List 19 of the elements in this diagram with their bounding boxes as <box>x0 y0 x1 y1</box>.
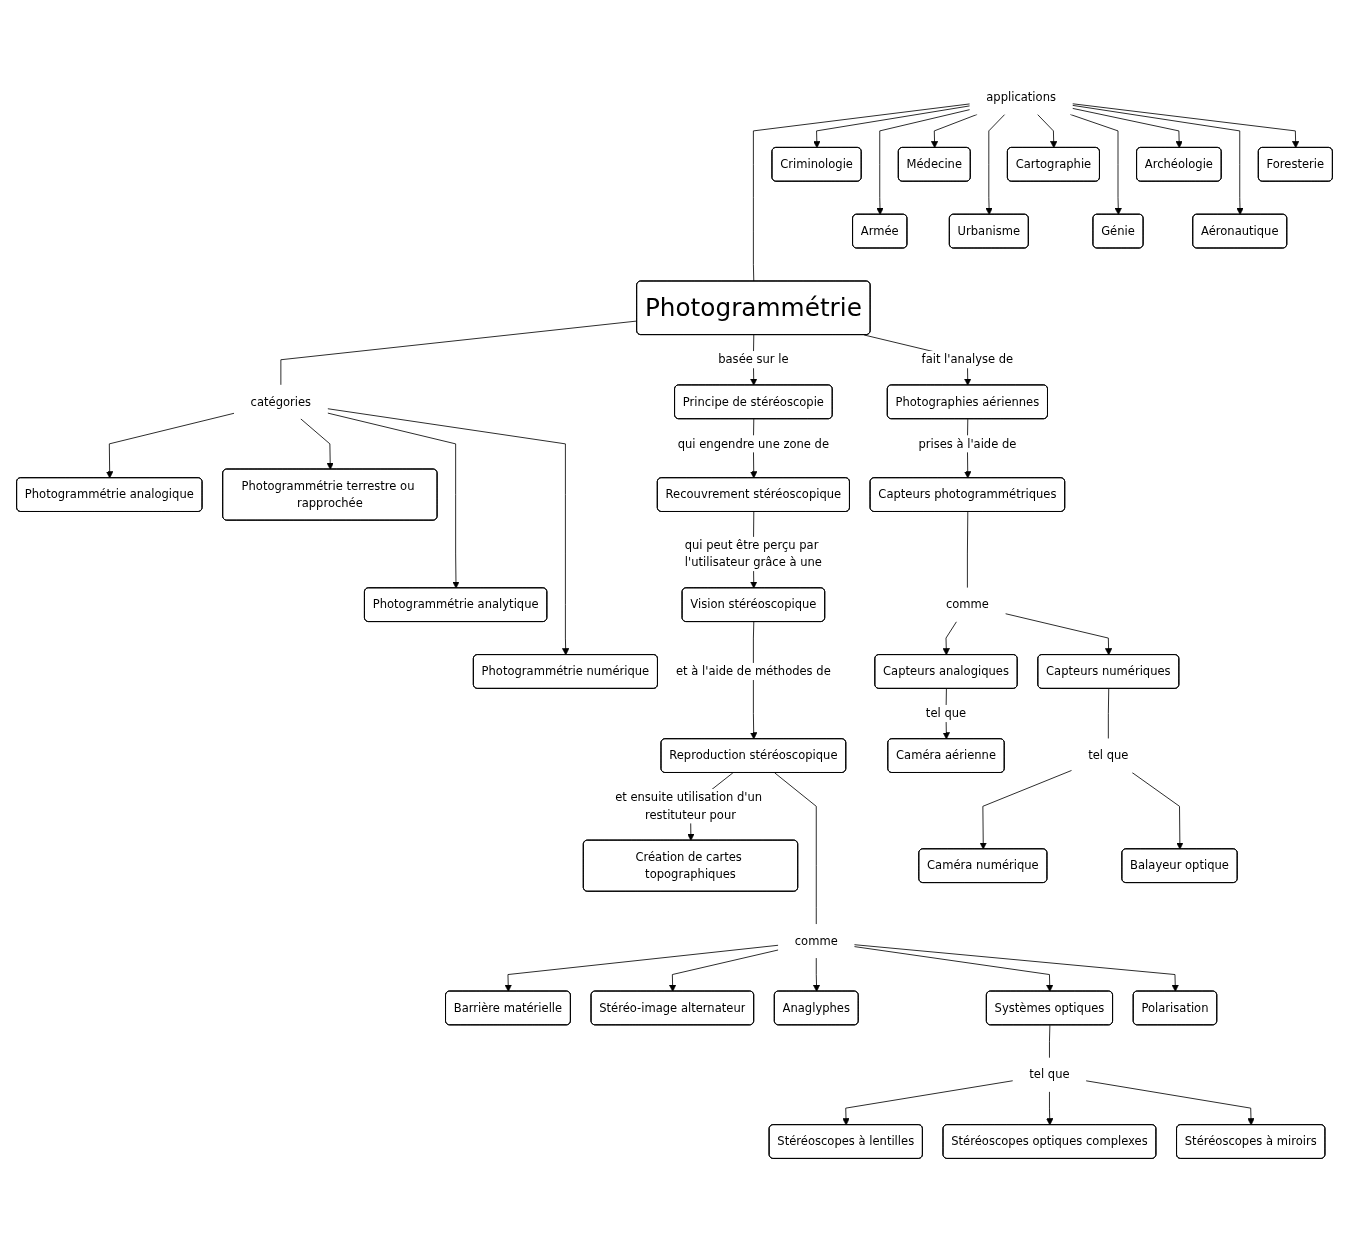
connector <box>967 511 969 589</box>
edge-label: fait l'analyse de <box>921 353 1014 367</box>
edge-label: et ensuite utilisation d'un restituteur pour <box>615 791 763 822</box>
edge-label: et à l'aide de méthodes de <box>676 664 831 679</box>
node-text: tel que <box>1088 749 1129 763</box>
edge-label: qui engendre une zone de <box>677 437 830 451</box>
connector <box>1107 688 1110 740</box>
edge-label: prises à l'aide de <box>918 437 1017 451</box>
node-text: tel que <box>1029 1068 1070 1082</box>
edge-label: basée sur le <box>718 353 789 367</box>
node-text: applications <box>986 90 1056 105</box>
edge-label: tel que <box>925 707 967 721</box>
node-text: comme <box>794 934 838 948</box>
connector <box>1049 1025 1051 1059</box>
node-text: comme <box>945 598 989 612</box>
edge-label: qui peut être perçu par l'utilisateur grâce à une <box>684 538 822 570</box>
connector <box>280 321 638 386</box>
connector <box>774 773 817 926</box>
node-text: catégories <box>250 395 312 409</box>
